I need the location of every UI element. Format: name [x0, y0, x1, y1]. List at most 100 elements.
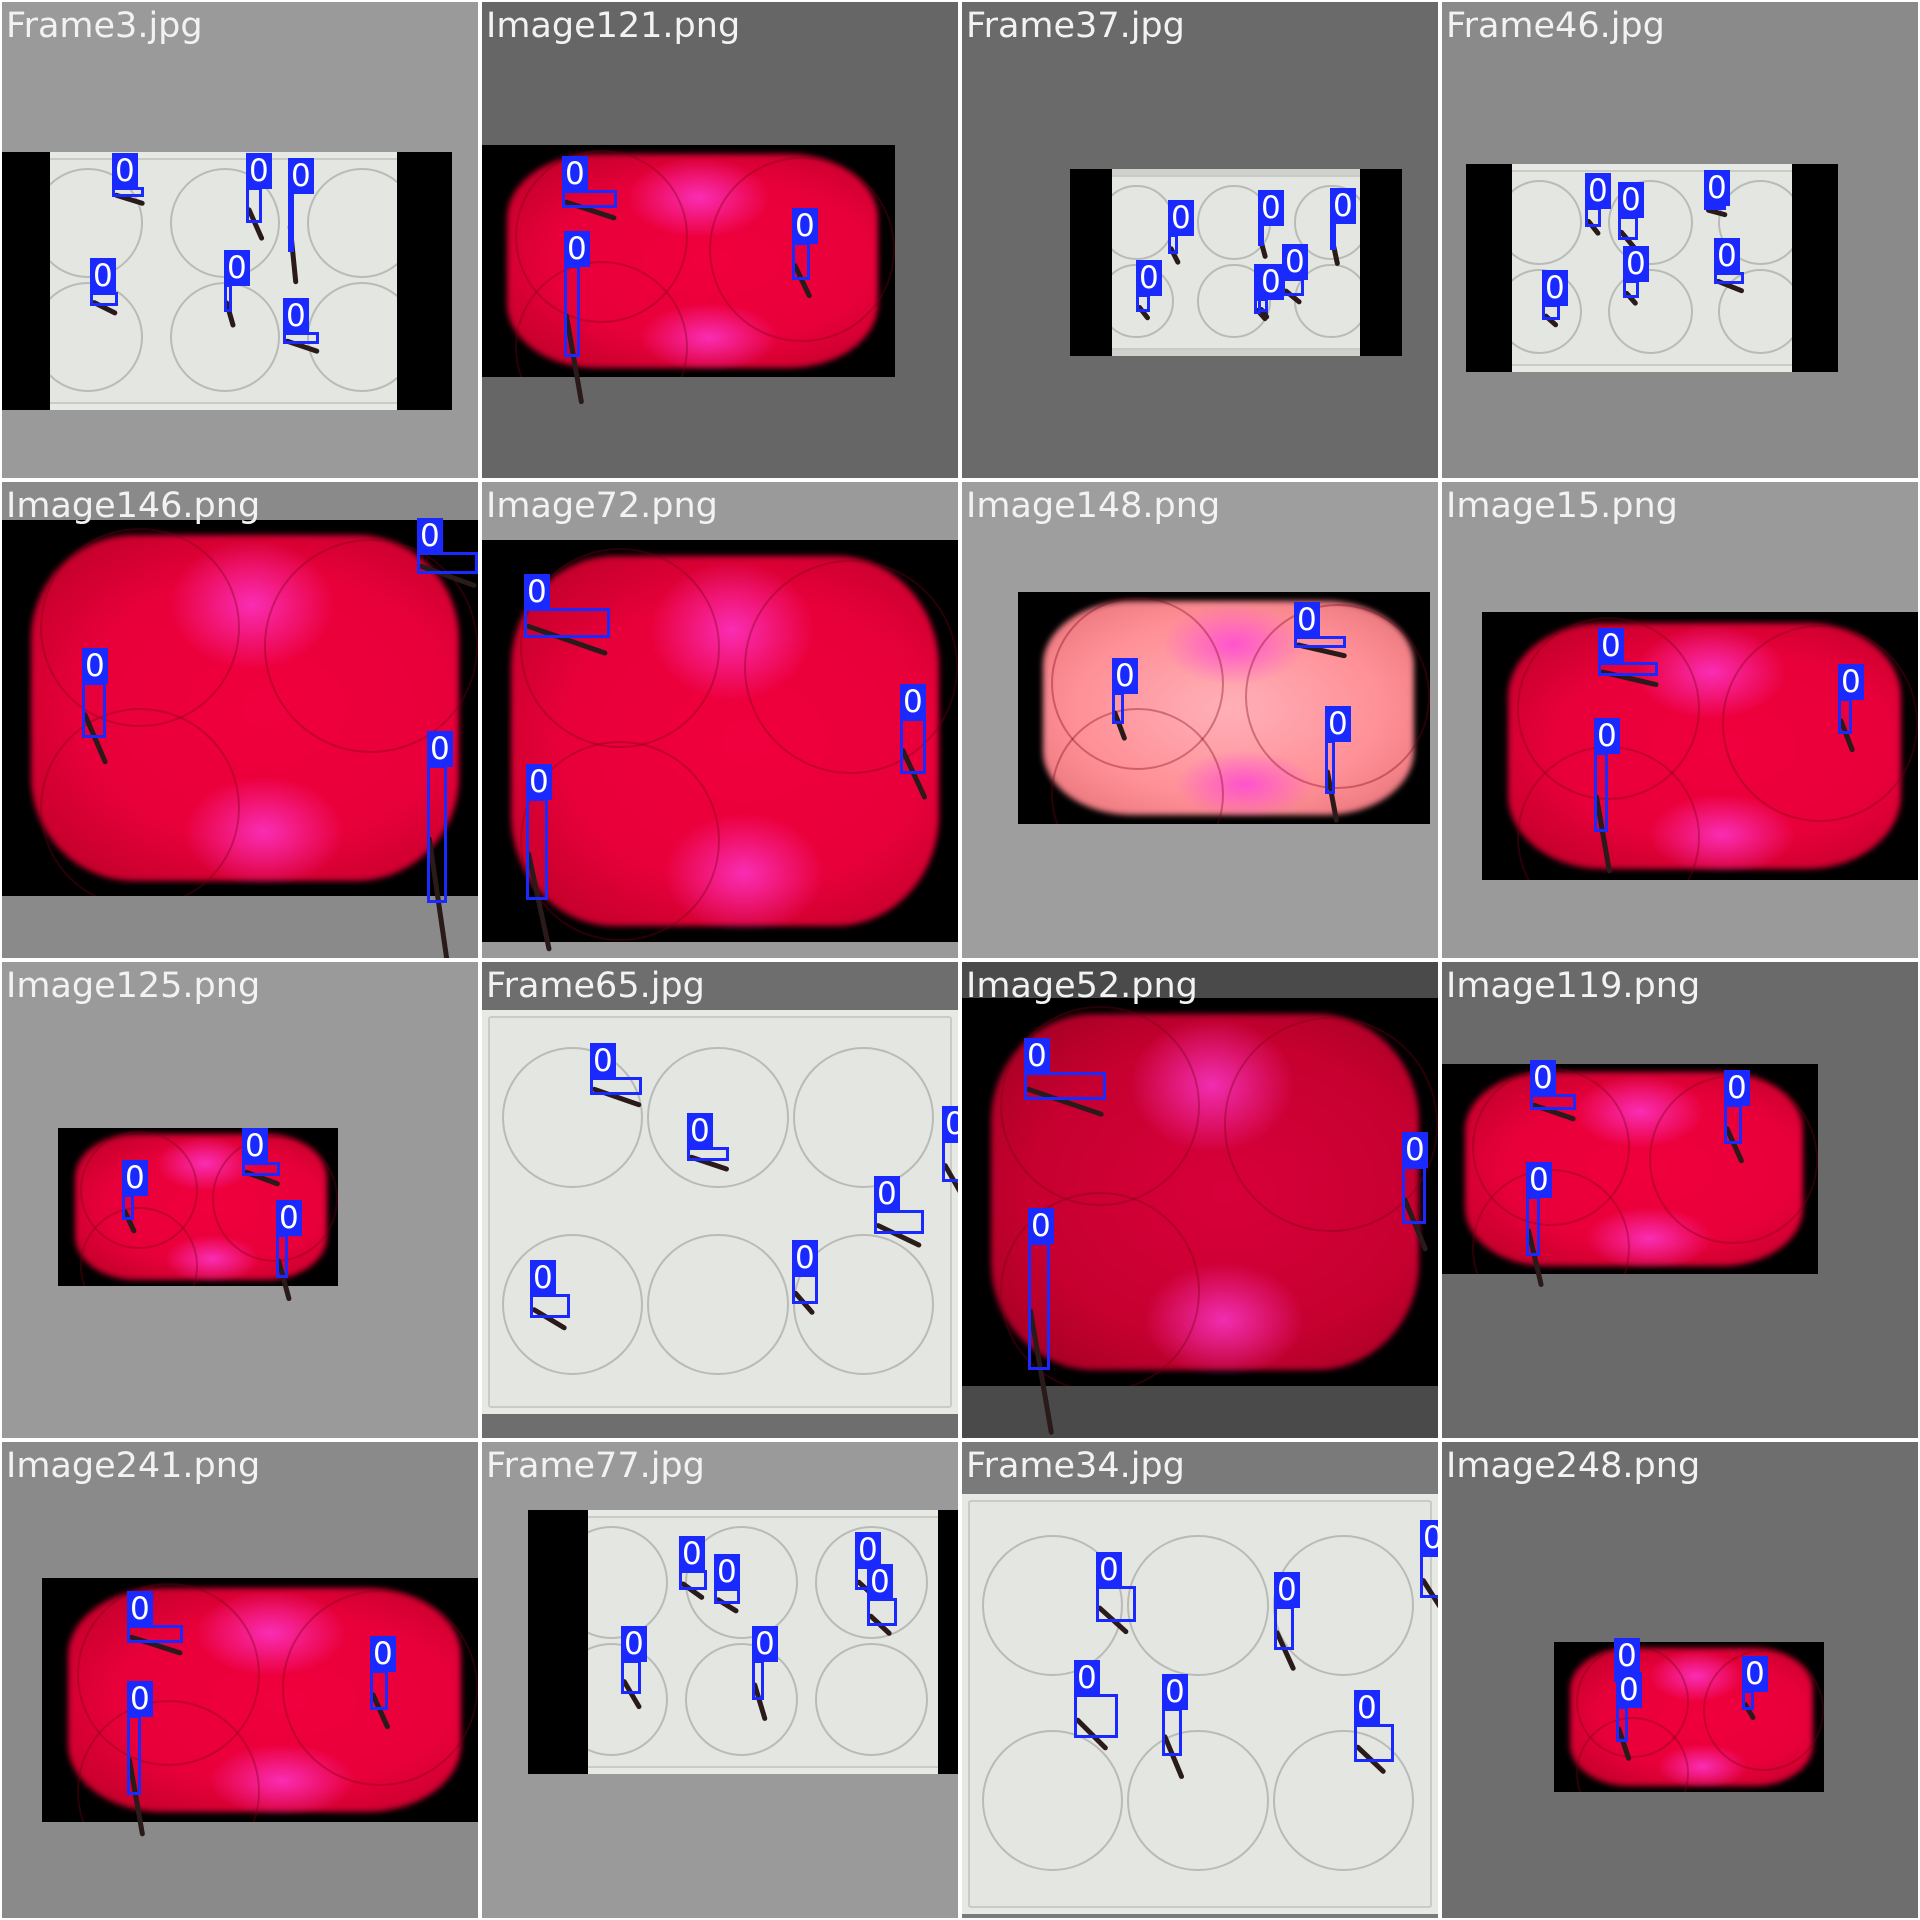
culture-well — [502, 1233, 644, 1376]
black-border — [2, 152, 50, 410]
class-label: 0 — [246, 153, 272, 189]
well-outline — [1000, 1005, 1200, 1206]
black-border — [938, 1510, 958, 1774]
detection-box — [752, 1660, 764, 1700]
class-label: 0 — [1585, 173, 1611, 209]
image-filename: Image125.png — [6, 966, 261, 1006]
culture-well — [814, 1643, 928, 1756]
class-label: 0 — [1614, 1638, 1640, 1674]
photo-frame — [2, 520, 478, 896]
detection-box — [874, 1210, 924, 1234]
detection-box — [1742, 1690, 1754, 1710]
culture-well — [982, 1729, 1124, 1872]
photo-frame — [482, 1010, 958, 1414]
detection-box — [1598, 662, 1658, 676]
detection-box — [242, 1162, 280, 1176]
black-border — [528, 1510, 588, 1774]
photo-frame — [1018, 592, 1430, 824]
culture-well — [982, 1534, 1124, 1677]
well-outline — [709, 156, 895, 343]
detection-box — [1530, 1094, 1576, 1110]
class-label: 0 — [1136, 260, 1162, 296]
class-label: 0 — [224, 250, 250, 286]
detection-box — [524, 608, 610, 638]
black-border — [397, 152, 452, 410]
detection-box — [1542, 304, 1560, 320]
class-label: 0 — [1542, 270, 1568, 306]
black-border — [1792, 164, 1838, 372]
well-outline — [1721, 625, 1918, 822]
class-label: 0 — [1526, 1162, 1552, 1198]
class-label: 0 — [90, 258, 116, 294]
class-label: 0 — [679, 1536, 705, 1572]
image-filename: Image119.png — [1446, 966, 1701, 1006]
photo-frame — [482, 145, 895, 377]
detection-box — [562, 190, 617, 208]
image-filename: Image52.png — [966, 966, 1198, 1006]
detection-box — [1258, 298, 1268, 312]
class-label: 0 — [1598, 628, 1624, 664]
class-label: 0 — [752, 1626, 778, 1662]
class-label: 0 — [1594, 718, 1620, 754]
culture-well — [684, 1643, 798, 1756]
detection-box — [127, 1625, 183, 1643]
detection-box — [288, 192, 294, 252]
culture-well — [1272, 1534, 1414, 1677]
culture-well — [1127, 1534, 1269, 1677]
class-label: 0 — [1402, 1132, 1428, 1168]
image-tile: 0 0 0 Image52.png — [962, 962, 1438, 1438]
detection-box — [1616, 1706, 1628, 1742]
detection-box — [590, 1077, 642, 1095]
well-outline — [1244, 603, 1430, 789]
class-label: 0 — [524, 574, 550, 610]
class-label: 0 — [1028, 1208, 1054, 1244]
class-label: 0 — [122, 1160, 148, 1196]
class-label: 0 — [530, 1260, 556, 1296]
class-label: 0 — [714, 1554, 740, 1590]
class-label: 0 — [1420, 1520, 1438, 1556]
detection-box — [564, 265, 580, 357]
detection-box — [82, 682, 106, 738]
black-border — [1466, 164, 1512, 372]
image-filename: Frame37.jpg — [966, 6, 1185, 46]
culture-well — [792, 1233, 934, 1376]
photo-frame — [528, 1510, 958, 1774]
detection-box — [679, 1570, 707, 1590]
detection-box — [276, 1234, 288, 1278]
culture-well — [1607, 180, 1693, 265]
detection-box — [1585, 207, 1601, 227]
detection-box — [122, 1194, 134, 1220]
class-label: 0 — [1112, 658, 1138, 694]
class-label: 0 — [621, 1626, 647, 1662]
well-outline — [40, 527, 240, 728]
detection-box — [621, 1660, 641, 1694]
class-label: 0 — [900, 684, 926, 720]
detection-box — [1420, 1554, 1438, 1598]
class-label: 0 — [1618, 182, 1644, 218]
class-label: 0 — [855, 1532, 881, 1568]
class-label: 0 — [1354, 1690, 1380, 1726]
well-outline — [212, 1135, 338, 1262]
detection-box — [1594, 752, 1608, 832]
class-label: 0 — [1024, 1038, 1050, 1074]
black-border — [1360, 169, 1402, 356]
image-filename: Image248.png — [1446, 1446, 1701, 1486]
class-label: 0 — [370, 1636, 396, 1672]
class-label: 0 — [288, 158, 314, 194]
culture-well — [792, 1046, 934, 1189]
class-label: 0 — [417, 518, 443, 554]
class-label: 0 — [1530, 1060, 1556, 1096]
image-filename: Frame65.jpg — [486, 966, 705, 1006]
detection-box — [1258, 224, 1264, 246]
class-label: 0 — [276, 1200, 302, 1236]
detection-box — [417, 552, 478, 574]
class-label: 0 — [1096, 1552, 1122, 1588]
detection-box — [792, 1274, 818, 1304]
